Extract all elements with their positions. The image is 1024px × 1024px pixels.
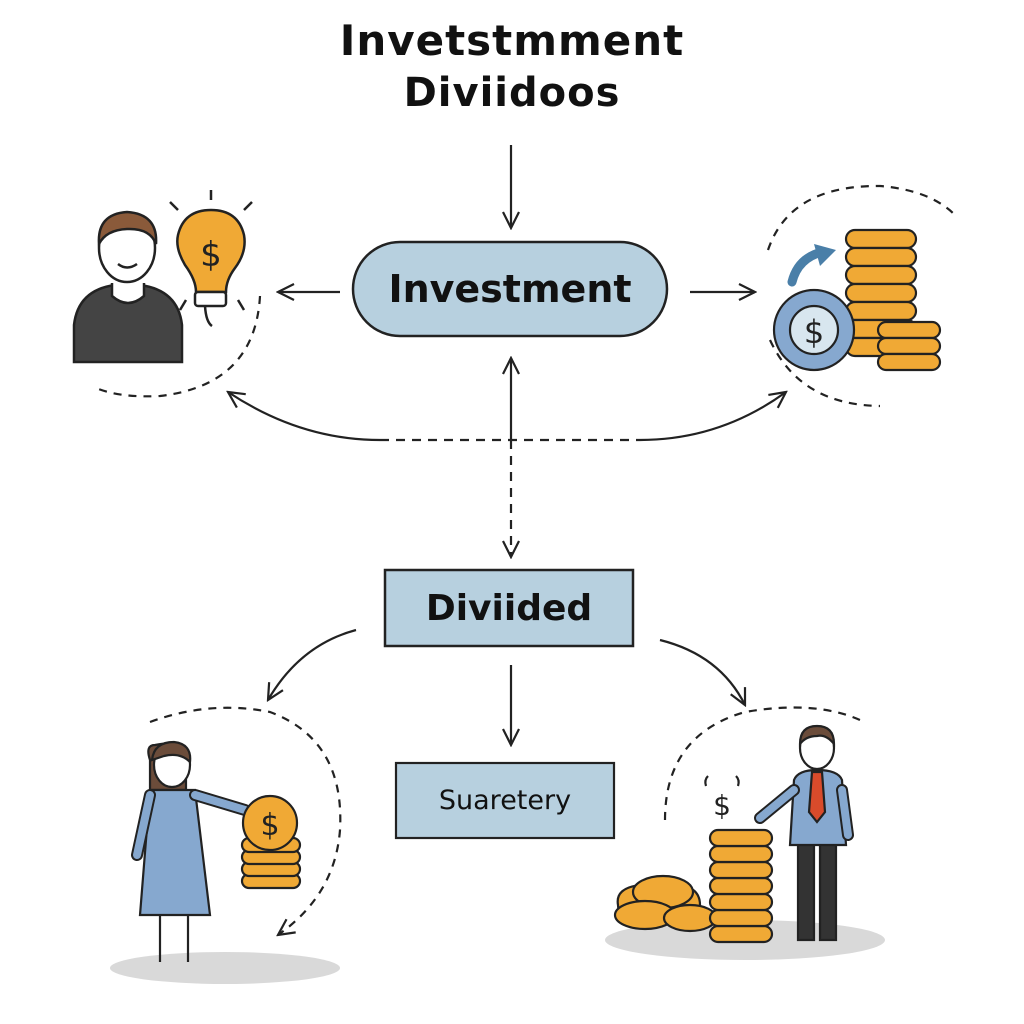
- orbit-investor: [95, 295, 262, 398]
- diagram-title-line-1: Invetstmment: [339, 16, 685, 65]
- connectors: [95, 145, 956, 935]
- orbit-returns-top: [766, 184, 956, 251]
- investment-node: [351, 240, 669, 338]
- orbit-man: [663, 706, 861, 821]
- arrow-dividend-to-woman: [268, 628, 357, 700]
- arrow-dividend-to-man: [659, 638, 745, 705]
- diagram-title-line-2: Diviidoos: [403, 70, 621, 116]
- svg-text:$: $: [713, 789, 731, 822]
- orbit-returns-bottom: [769, 339, 881, 408]
- summary-node: [394, 761, 616, 840]
- coin-stack-growth-icon: $: [772, 228, 942, 372]
- orbit-woman: [149, 706, 342, 935]
- svg-text:$: $: [804, 313, 824, 351]
- woman-with-coins-icon: $: [110, 740, 340, 984]
- dividend-node: [383, 568, 635, 648]
- svg-text:$: $: [200, 235, 222, 275]
- curve-investor-to-returns: [228, 392, 786, 442]
- man-with-coins-icon: $: [605, 724, 885, 960]
- person-icon: [72, 210, 184, 364]
- svg-text:$: $: [260, 808, 279, 843]
- lightbulb-dollar-icon: $: [169, 190, 253, 328]
